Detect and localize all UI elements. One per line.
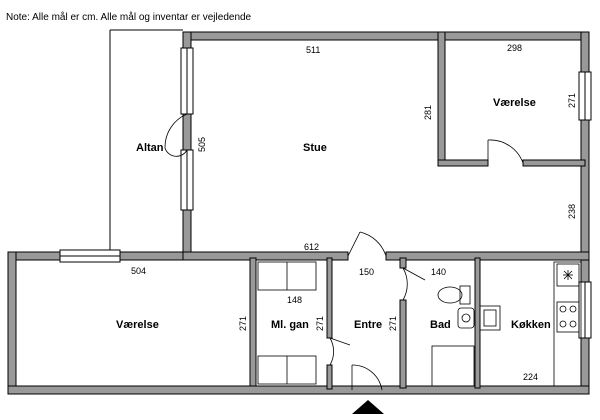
room-label-entre: Entre [354,319,382,331]
dim-ml-gan-width: 148 [287,295,302,305]
room-label-stue: Stue [303,142,327,154]
altan-outline [109,29,183,255]
room-label-vaerelse-top: Værelse [493,97,536,109]
dim-koekken-upper: 238 [567,204,577,219]
dim-vaerelse-left-width: 504 [131,266,146,276]
bathroom-fixtures [431,285,475,387]
dim-entre-height: 271 [388,316,398,331]
entrance-arrow [352,400,384,414]
wardrobes [257,261,317,385]
dim-stue-lower-width: 612 [304,242,319,252]
windows [59,47,592,339]
dim-vaerelse-top-width: 298 [507,43,522,53]
note-text: Note: Alle mål er cm. Alle mål og invent… [6,11,252,23]
room-label-vaerelse-left: Værelse [116,319,159,331]
room-label-koekken: Køkken [511,319,551,331]
dim-stue-wall: 281 [423,105,433,120]
dim-ml-gan-height: 271 [315,316,325,331]
stove [556,301,580,333]
room-label-ml-gan: Ml. gan [271,319,309,331]
dim-bad-width: 140 [431,267,446,277]
altan-door-arcs [164,113,188,157]
door-arcs [329,139,524,391]
dim-entre-width: 150 [359,267,374,277]
dim-vaerelse-left-height: 271 [238,316,248,331]
room-label-bad: Bad [430,319,451,331]
dim-koekken-width: 224 [523,372,538,382]
dim-vaerelse-top-height: 271 [567,93,577,108]
room-label-altan: Altan [136,142,164,154]
dim-stue-width: 511 [306,45,320,55]
toilet-tank [459,285,471,305]
toilet-bowl [437,286,463,304]
dim-stue-height: 505 [197,137,207,152]
walls [7,31,590,395]
fridge [556,263,580,287]
kitchen-fixtures [479,261,582,387]
kitchen-sink [479,305,501,331]
sink [457,307,475,329]
shower [431,345,475,387]
